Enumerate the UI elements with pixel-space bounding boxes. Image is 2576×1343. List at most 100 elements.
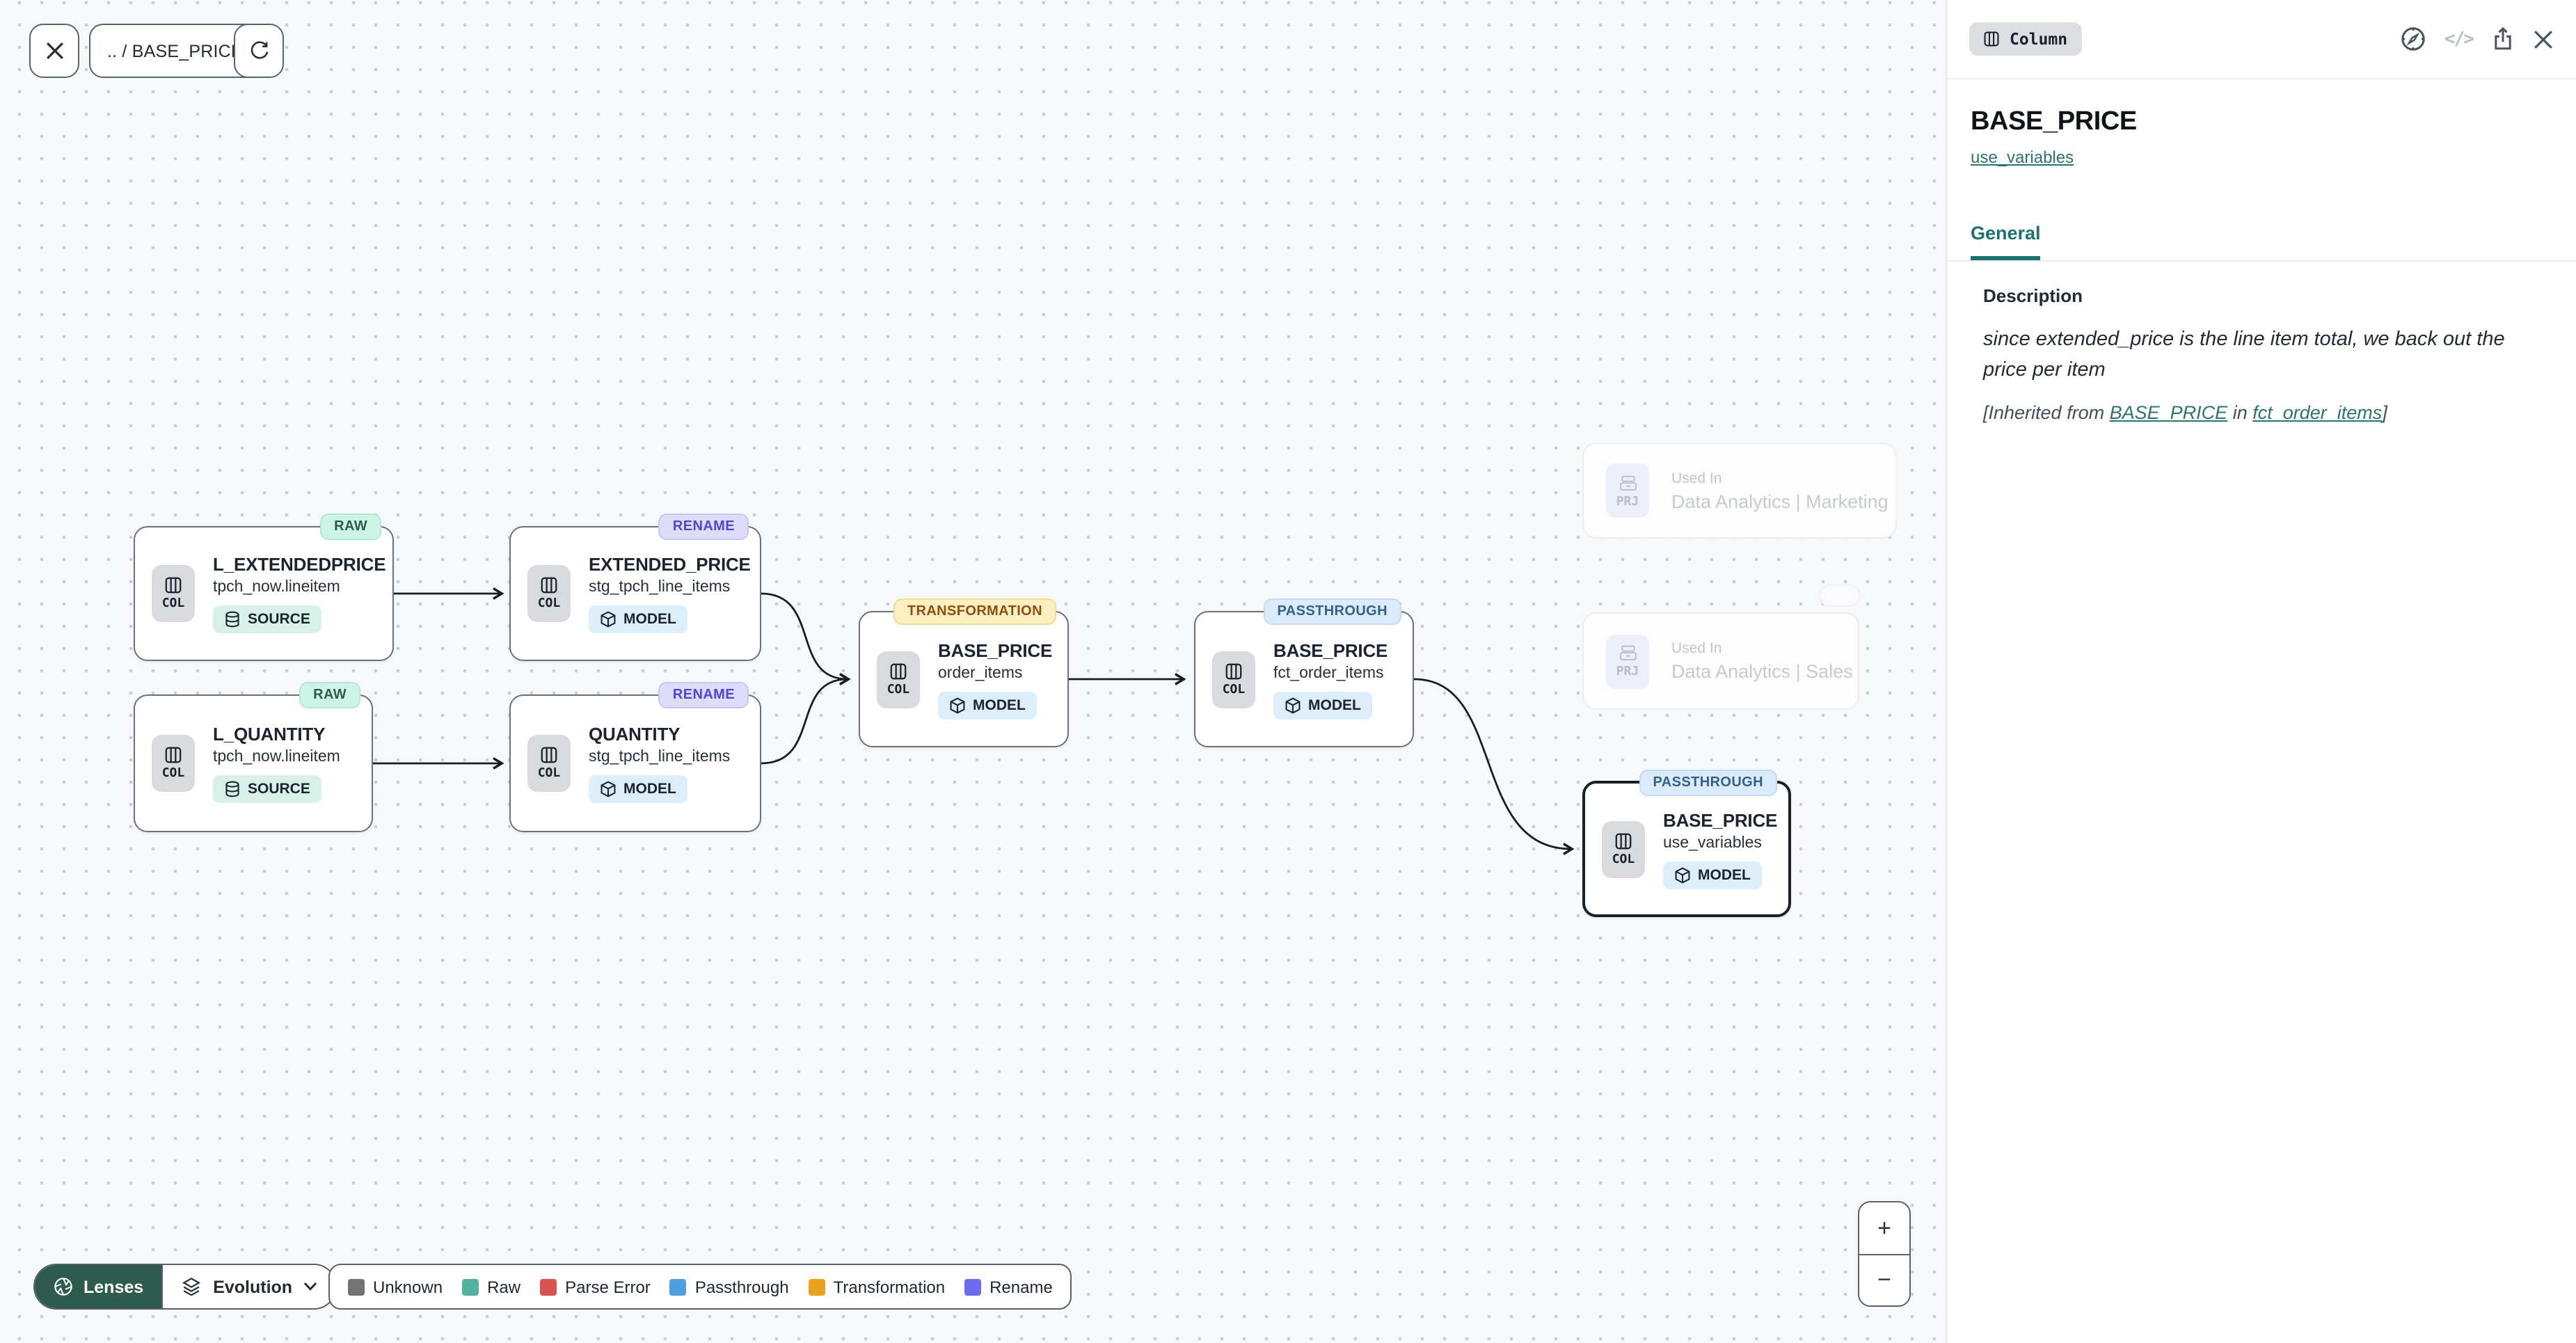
lens-mode-dropdown[interactable]: Evolution (161, 1265, 336, 1308)
model-link-use-variables[interactable]: use_variables (1971, 148, 2074, 167)
column-kind-chip: COL (527, 565, 571, 622)
node-subtitle: tpch_now.lineitem (213, 579, 340, 596)
used-in-name: Data Analytics | Marketing (1671, 491, 1889, 511)
legend-label: Rename (989, 1277, 1053, 1296)
node-base-price-use-variables[interactable]: PASSTHROUGH COL BASE_PRICE use_variables… (1582, 770, 1791, 917)
project-kind-chip: PRJ (1606, 463, 1649, 518)
model-cube-icon (1675, 866, 1690, 883)
columns-icon (165, 747, 182, 763)
chevron-down-icon (303, 1282, 317, 1291)
node-type-chip: MODEL (1273, 691, 1372, 719)
node-type-chip: SOURCE (213, 775, 321, 803)
panel-body: BASE_PRICE use_variables (1947, 79, 2576, 170)
legend-swatch (964, 1278, 982, 1295)
node-title: L_EXTENDEDPRICE (213, 554, 386, 575)
model-cube-icon (1285, 697, 1301, 713)
project-kind-chip: PRJ (1606, 634, 1649, 688)
node-type-chip: SOURCE (213, 605, 321, 633)
lenses-button[interactable]: Lenses (35, 1265, 162, 1308)
kind-label: COL (887, 683, 910, 697)
view-code-button[interactable]: </> (2444, 29, 2474, 49)
node-title: EXTENDED_PRICE (589, 554, 751, 575)
inherited-column-link[interactable]: BASE_PRICE (2109, 402, 2228, 423)
page-title: BASE_PRICE (1971, 107, 2137, 136)
evolution-badge: RENAME (658, 514, 749, 540)
zoom-in-button[interactable]: + (1859, 1202, 1909, 1255)
node-type-label: SOURCE (248, 781, 310, 797)
kind-label: COL (161, 597, 185, 611)
panel-content: Description since extended_price is the … (1947, 262, 2576, 423)
legend-item-passthrough: Passthrough (669, 1277, 789, 1296)
edge (761, 592, 851, 685)
refresh-button[interactable] (234, 24, 284, 78)
legend-item-unknown: Unknown (348, 1277, 443, 1296)
node-subtitle: order_items (938, 665, 1023, 681)
node-quantity[interactable]: RENAME COL QUANTITY stg_tpch_line_items … (509, 682, 761, 832)
evolution-legend: Unknown Raw Parse Error Passthrough Tran… (328, 1264, 1072, 1310)
legend-label: Transformation (833, 1277, 946, 1296)
node-type-label: MODEL (973, 697, 1026, 713)
description-text: since extended_price is the line item to… (1983, 328, 2505, 382)
kind-label: COL (537, 767, 561, 781)
node-title: BASE_PRICE (1663, 809, 1778, 830)
project-drawers-icon (1619, 475, 1636, 491)
legend-swatch (669, 1278, 687, 1295)
node-type-chip: MODEL (1663, 861, 1762, 889)
node-l-quantity[interactable]: RAW COL L_QUANTITY tpch_now.lineitem SOU… (134, 682, 373, 832)
column-kind-chip: COL (1602, 820, 1645, 877)
columns-icon (1984, 31, 1999, 47)
legend-label: Passthrough (694, 1277, 789, 1296)
legend-item-transformation: Transformation (808, 1277, 946, 1296)
legend-item-raw: Raw (462, 1277, 520, 1296)
columns-icon (165, 577, 182, 594)
node-type-label: SOURCE (248, 611, 310, 628)
layers-icon (182, 1278, 201, 1296)
model-cube-icon (601, 781, 616, 797)
node-base-price-fct-order-items[interactable]: PASSTHROUGH COL BASE_PRICE fct_order_ite… (1194, 598, 1414, 747)
legend-item-rename: Rename (964, 1277, 1053, 1296)
kind-label: COL (537, 597, 561, 611)
panel-tabs: General (1947, 221, 2576, 262)
node-extended-price[interactable]: RENAME COL EXTENDED_PRICE stg_tpch_line_… (509, 514, 761, 661)
zoom-out-button[interactable]: − (1859, 1255, 1909, 1305)
inherited-note: [Inherited from BASE_PRICE in fct_order_… (1983, 402, 2540, 423)
code-icon: </> (2444, 29, 2474, 49)
column-kind-chip: COL (152, 565, 195, 622)
node-type-label: MODEL (623, 611, 676, 628)
close-lineage-button[interactable] (29, 24, 79, 78)
edge (761, 673, 851, 765)
ghost-node-used-in-marketing[interactable]: PRJ Used In Data Analytics | Marketing (1582, 443, 1897, 539)
kind-label: PRJ (1616, 495, 1639, 509)
node-title: L_QUANTITY (213, 724, 326, 745)
inherited-model-link[interactable]: fct_order_items (2252, 402, 2383, 423)
tab-general[interactable]: General (1971, 223, 2041, 260)
columns-icon (1615, 832, 1632, 849)
node-subtitle: fct_order_items (1273, 665, 1384, 681)
inherited-middle: in (2227, 402, 2253, 423)
node-type-chip: MODEL (938, 691, 1037, 719)
share-icon (2495, 26, 2511, 50)
column-kind-chip: COL (1212, 651, 1255, 708)
legend-item-parse-error: Parse Error (540, 1277, 651, 1296)
node-l-extendedprice[interactable]: RAW COL L_EXTENDEDPRICE tpch_now.lineite… (134, 514, 394, 661)
evolution-badge: PASSTHROUGH (1639, 770, 1777, 796)
breadcrumb-label: .. / BASE_PRICE (107, 41, 243, 61)
evolution-badge: RAW (320, 514, 381, 540)
kind-label: COL (1612, 852, 1635, 866)
close-panel-button[interactable] (2533, 29, 2554, 49)
close-icon (46, 42, 63, 59)
column-kind-chip: COL (527, 735, 571, 792)
lineage-canvas[interactable]: .. / BASE_PRICE RAW COL L_EXTENDEDPRICE … (0, 0, 1946, 1343)
breadcrumb[interactable]: .. / BASE_PRICE (89, 24, 261, 78)
columns-icon (890, 662, 907, 679)
evolution-badge: TRANSFORMATION (893, 598, 1056, 625)
columns-icon (1225, 662, 1242, 679)
node-base-price-order-items[interactable]: TRANSFORMATION COL BASE_PRICE order_item… (859, 598, 1069, 747)
explore-button[interactable] (2399, 25, 2426, 53)
ghost-node-used-in-sales[interactable]: PRJ Used In Data Analytics | Sales (1582, 612, 1859, 710)
share-button[interactable] (2491, 26, 2515, 51)
database-icon (225, 781, 239, 797)
panel-actions: </> (2399, 25, 2554, 53)
legend-swatch (348, 1278, 365, 1295)
compass-icon (2401, 27, 2424, 51)
